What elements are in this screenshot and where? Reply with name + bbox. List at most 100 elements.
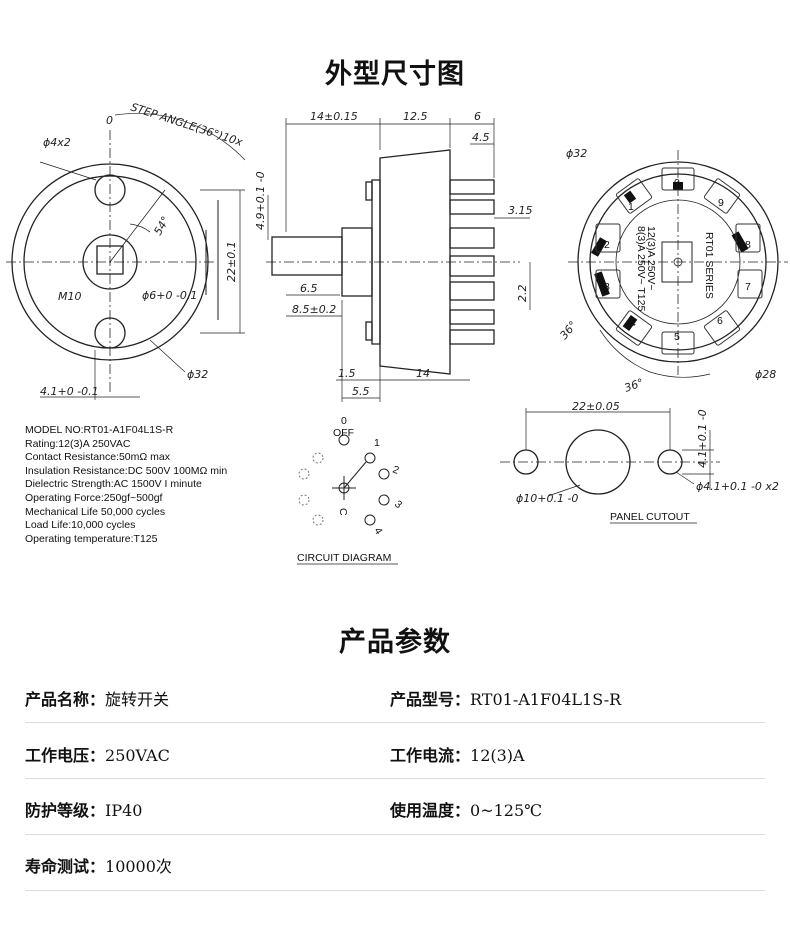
back-number-9: 9 [718, 197, 724, 209]
back-number-0: 0 [674, 177, 680, 189]
side-dim-5: 3.15 [508, 204, 533, 217]
row-divider [25, 778, 765, 779]
dimension-drawing-title: 外型尺寸图 [325, 59, 465, 90]
front-view [6, 113, 246, 400]
back-diameter-dim: ϕ32 [566, 147, 587, 160]
front-diameter-dim: ϕ32 [187, 368, 208, 381]
param-model: 产品型号：RT01-A1F04L1S-R [390, 686, 621, 710]
back-terminals [591, 182, 749, 332]
param-current: 工作电流：12(3)A [390, 742, 525, 766]
param-row-1: 产品名称：旋转开关 产品型号：RT01-A1F04L1S-R [25, 686, 765, 716]
circuit-diagram [298, 434, 390, 526]
param-current-value: 12(3)A [470, 746, 525, 765]
spec-operating-force: Operating Force:250gf~500gf [25, 491, 163, 504]
param-ip-value: IP40 [105, 801, 143, 820]
angle-dim: 54° [151, 214, 172, 237]
spec-mechanical-life: Mechanical Life 50,000 cycles [25, 505, 166, 518]
param-ip: 防护等级：IP40 [25, 797, 142, 821]
param-row-2: 工作电压：250VAC 工作电流：12(3)A [25, 742, 765, 772]
side-dim-4: 4.5 [472, 131, 490, 144]
panel-cutout [500, 408, 720, 497]
back-terminal-boxes [595, 167, 763, 355]
param-temp: 使用温度：0~125℃ [390, 797, 542, 821]
technical-drawing: 0 STEP ANGLE(36°)10x ϕ4x2 54° M10 ϕ6+0 -… [6, 100, 788, 565]
offset-dim: 4.1+0 -0.1 [40, 385, 99, 398]
param-life-label: 寿命测试： [25, 857, 106, 876]
param-name-label: 产品名称： [25, 690, 106, 709]
param-ip-label: 防护等级： [25, 801, 106, 820]
circuit-label-2: 2 [391, 464, 401, 477]
circuit-label-1: 1 [374, 437, 380, 449]
shaft-dim: ϕ6+0 -0.1 [142, 289, 197, 302]
panel-side-holes-dim: ϕ4.1+0.1 -0 x2 [696, 480, 779, 493]
param-model-value: RT01-A1F04L1S-R [470, 690, 622, 709]
side-dim-7: 6.5 [300, 282, 318, 295]
back-number-2: 2 [604, 239, 610, 251]
circuit-caption: CIRCUIT DIAGRAM [297, 552, 391, 564]
spec-insulation-resistance: Insulation Resistance:DC 500V 100MΩ min [25, 464, 228, 477]
series-label: RT01 SERIES [703, 232, 715, 299]
holes-dim: ϕ4x2 [43, 136, 71, 149]
back-number-1: 1 [628, 201, 634, 213]
parameters-title: 产品参数 [339, 627, 451, 658]
rating-label-1: 12(3)A 250V~ [645, 226, 657, 291]
side-dim-10: 1.5 [338, 367, 356, 380]
height-dim: 22±0.1 [225, 241, 238, 282]
side-dim-11: 14 [416, 367, 430, 380]
circuit-off: OFF [333, 427, 354, 439]
back-number-3: 3 [604, 281, 610, 293]
side-view [266, 118, 531, 402]
spec-operating-temperature: Operating temperature:T125 [25, 532, 158, 545]
panel-caption: PANEL CUTOUT [610, 511, 690, 523]
param-model-label: 产品型号： [390, 690, 471, 709]
circuit-center-label: C [337, 508, 349, 516]
side-dim-12: 5.5 [352, 385, 370, 398]
thread-dim: M10 [58, 290, 82, 303]
side-dim-9: 2.2 [516, 285, 529, 303]
step-angle-label: STEP ANGLE(36°)10x [129, 100, 244, 149]
side-dim-8: 8.5±0.2 [292, 303, 336, 316]
side-dim-2: 12.5 [403, 110, 428, 123]
spec-model: MODEL NO:RT01-A1F04L1S-R [25, 424, 174, 436]
circuit-zero: 0 [341, 415, 347, 427]
spec-load-life: Load Life:10,000 cycles [25, 519, 136, 532]
back-outer-dim: ϕ28 [755, 368, 776, 381]
param-name: 产品名称：旋转开关 [25, 686, 169, 710]
panel-width-dim: 22±0.05 [572, 400, 620, 413]
row-divider [25, 890, 765, 891]
rating-label-2: 8(3)A 250V~ T125 [635, 226, 647, 311]
circuit-label-4: 4 [371, 526, 384, 537]
spec-contact-resistance: Contact Resistance:50mΩ max [25, 451, 170, 464]
spec-block: MODEL NO:RT01-A1F04L1S-R Rating:12(3)A 2… [25, 424, 227, 546]
param-current-label: 工作电流： [390, 746, 471, 765]
back-number-6: 6 [717, 315, 723, 327]
back-number-5: 5 [674, 331, 680, 343]
param-row-3: 防护等级：IP40 使用温度：0~125℃ [25, 797, 765, 827]
param-row-4: 寿命测试：10000次 [25, 853, 765, 883]
front-zero-label: 0 [106, 114, 113, 127]
param-voltage: 工作电压：250VAC [25, 742, 170, 766]
param-temp-label: 使用温度： [390, 801, 471, 820]
panel-height-dim: 4.1+0.1 -0 [696, 409, 709, 468]
panel-center-hole-dim: ϕ10+0.1 -0 [516, 492, 578, 505]
back-number-7: 7 [745, 281, 751, 293]
side-dim-6: 4.9+0.1 -0 [254, 171, 267, 230]
param-voltage-value: 250VAC [105, 746, 170, 765]
row-divider [25, 834, 765, 835]
back-angle-1: 36° [557, 319, 579, 342]
param-life: 寿命测试：10000次 [25, 853, 172, 877]
param-temp-value: 0~125℃ [470, 801, 543, 820]
side-dim-3: 6 [474, 110, 481, 123]
back-angle-2: 36° [623, 376, 646, 395]
back-view [568, 150, 788, 378]
back-number-8: 8 [745, 239, 751, 251]
circuit-label-3: 3 [392, 498, 404, 511]
param-name-value: 旋转开关 [105, 690, 170, 709]
back-position-numbers: 0 1 2 3 4 5 6 7 8 9 [604, 177, 751, 343]
spec-dielectric-strength: Dielectric Strength:AC 1500V I minute [25, 478, 202, 491]
param-life-value: 10000次 [105, 857, 172, 876]
spec-rating: Rating:12(3)A 250VAC [25, 437, 131, 450]
back-number-4: 4 [630, 317, 636, 329]
side-dim-1: 14±0.15 [310, 110, 358, 123]
param-voltage-label: 工作电压： [25, 746, 106, 765]
